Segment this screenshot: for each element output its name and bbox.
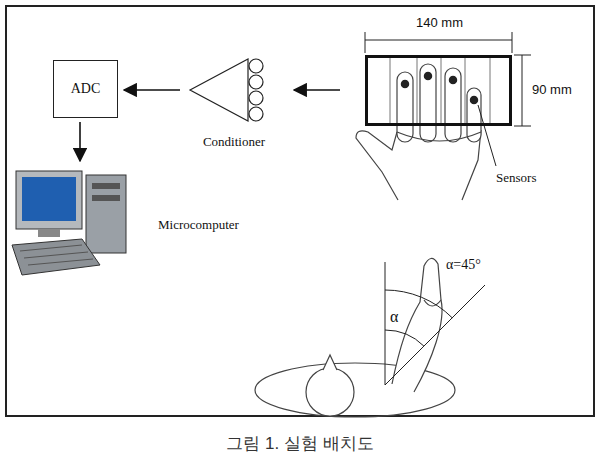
computer-icon (8, 165, 148, 280)
dimension-label: 90 mm (532, 82, 572, 97)
sensor-dots (400, 71, 479, 105)
angle-lines (385, 262, 485, 385)
subject-drawing (255, 258, 455, 417)
sensor-plate: Sensors (365, 55, 512, 126)
conditioner-amplifier: Conditioner (186, 58, 282, 153)
leader-line (478, 105, 496, 166)
dimension-label: 140 mm (416, 15, 463, 30)
outer-frame (6, 6, 594, 416)
hand-drawing (356, 64, 481, 200)
amplifier-symbol (186, 58, 276, 124)
box-label: ADC (71, 81, 101, 97)
microcomputer: Microcomputer (8, 165, 258, 280)
component-label: Sensors (496, 170, 536, 186)
angle-label: α (390, 308, 398, 326)
component-label: Microcomputer (158, 217, 239, 233)
signal-arrow (294, 89, 340, 91)
adc-box: ADC (53, 60, 118, 118)
figure-caption: 그림 1. 실험 배치도 (0, 432, 600, 455)
component-label: Conditioner (186, 134, 282, 150)
angle-label: α=45° (446, 257, 481, 273)
signal-arrow (124, 89, 180, 91)
signal-arrow (79, 122, 81, 161)
